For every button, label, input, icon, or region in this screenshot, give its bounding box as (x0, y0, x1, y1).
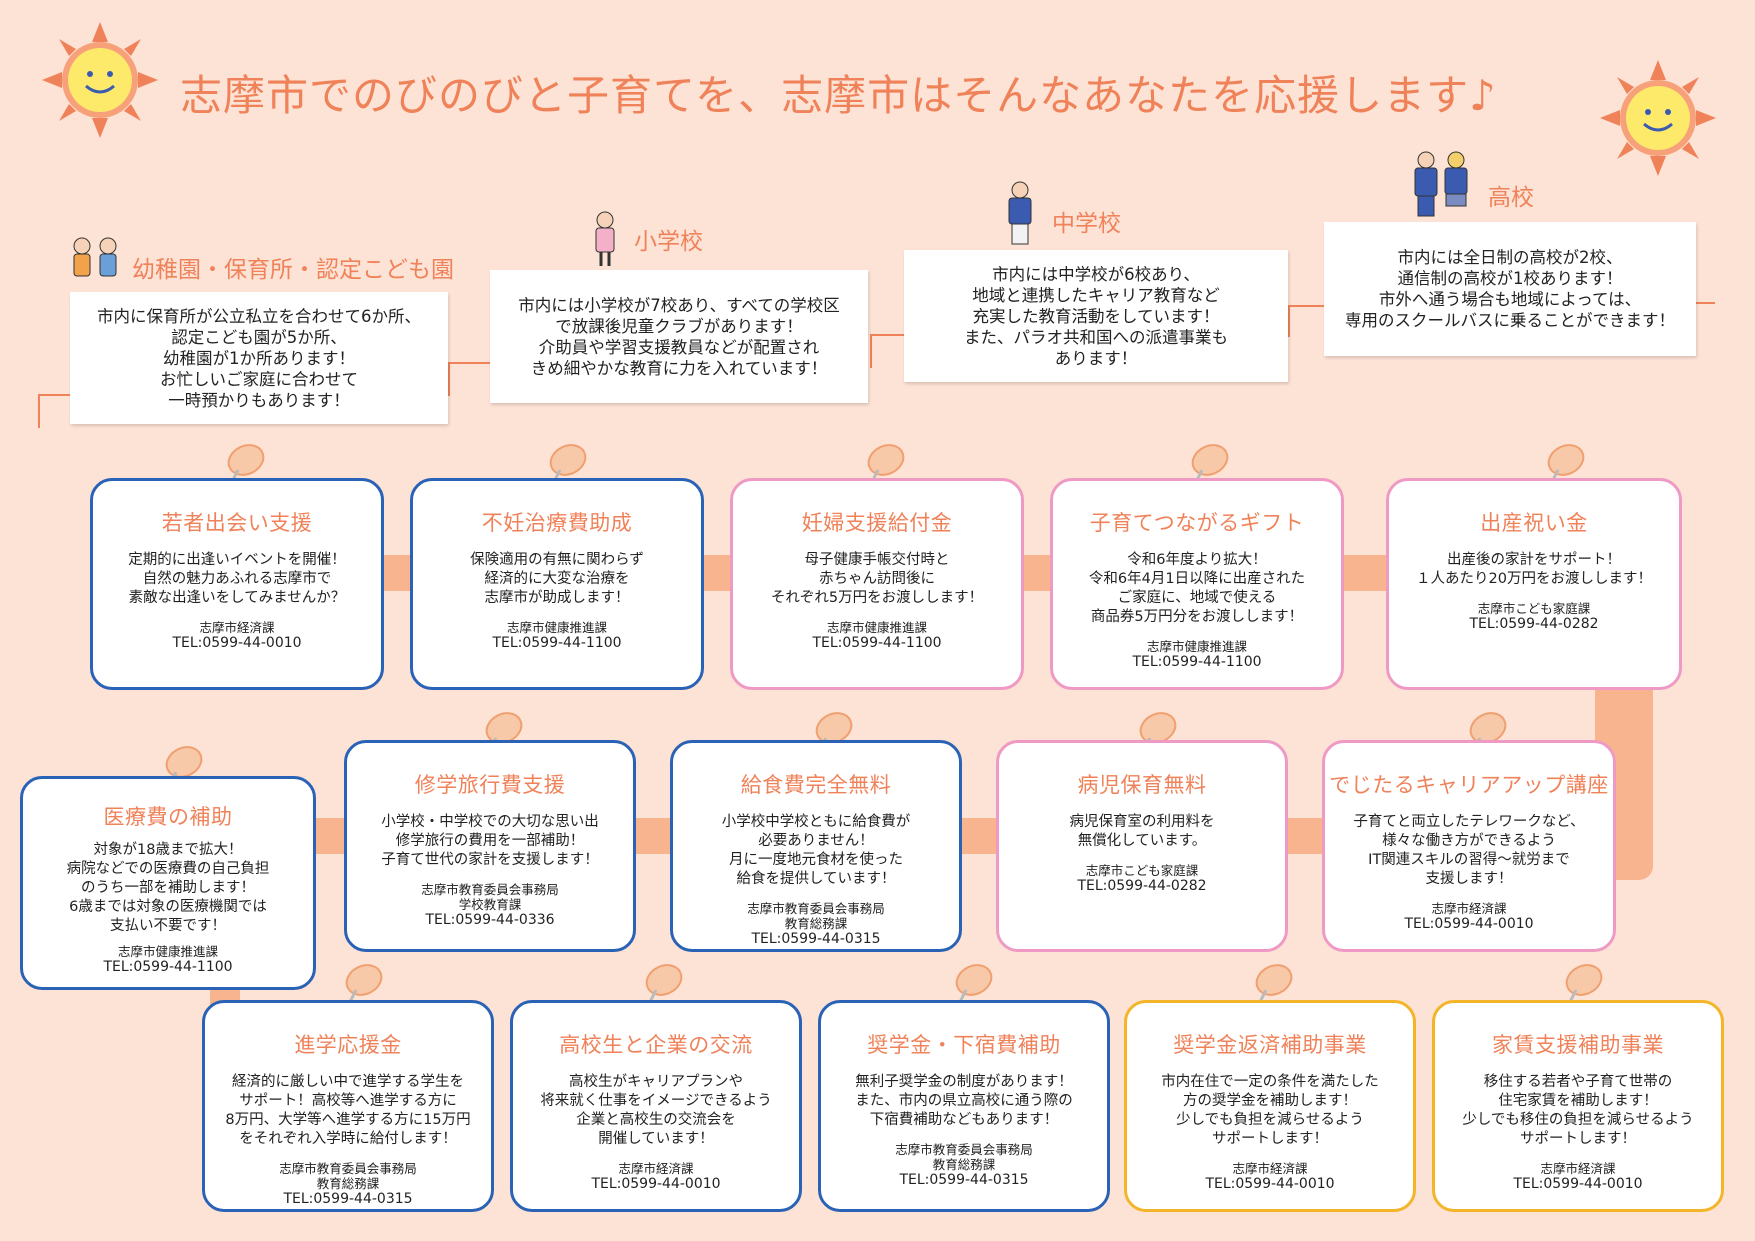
card-tel: TEL:0599-44-0010 (172, 635, 302, 651)
card-scholarship-repayment: 奨学金返済補助事業 市内在住で一定の条件を満たした 方の奨学金を補助します！ 少… (1124, 1000, 1416, 1212)
card-title: 高校生と企業の交流 (559, 1033, 753, 1057)
stage-label-kindergarten: 幼稚園・保育所・認定こども園 (132, 257, 454, 283)
card-birth-gift: 出産祝い金 出産後の家計をサポート！ １人あたり20万円をお渡しします！ 志摩市… (1386, 478, 1682, 690)
card-dept: 志摩市教育委員会事務局 教育総務課 (279, 1161, 417, 1191)
card-tel: TEL:0599-44-0010 (1404, 916, 1534, 932)
pushpin-icon (1190, 444, 1229, 491)
sun-right-icon (1600, 60, 1716, 176)
stage-path (870, 334, 906, 368)
sun-left-icon (42, 22, 158, 138)
stage-box-high-school: 市内には全日制の高校が2校、 通信制の高校が1校あります！ 市外へ通う場合も地域… (1324, 222, 1696, 356)
card-dept: 志摩市こども家庭課 (1477, 601, 1591, 616)
stage-label-elementary: 小学校 (634, 229, 703, 255)
card-body: 母子健康手帳交付時と 赤ちゃん訪問後に それぞれ5万円をお渡しします！ (770, 552, 984, 606)
card-title: 若者出会い支援 (161, 511, 313, 535)
card-tel: TEL:0599-44-1100 (1132, 654, 1262, 670)
card-body: 保険適用の有無に関わらず 経済的に大変な治療を 志摩市が助成します！ (470, 552, 644, 606)
card-title: 修学旅行費支援 (414, 773, 566, 797)
card-tel: TEL:0599-44-1100 (812, 635, 942, 651)
card-title: 奨学金・下宿費補助 (867, 1033, 1061, 1057)
stage-box-elementary: 市内には小学校が7校あり、すべての学校区 で放課後児童クラブがあります！ 介助員… (490, 270, 868, 403)
card-dept: 志摩市健康推進課 (1146, 639, 1247, 654)
card-dept: 志摩市経済課 (618, 1161, 694, 1176)
page-title: 志摩市でのびのびと子育てを、志摩市はそんなあなたを応援します♪ (180, 71, 1497, 120)
card-free-lunch: 給食費完全無料 小学校中学校ともに給食費が 必要ありません！ 月に一度地元食材を… (670, 740, 962, 952)
card-title: 子育てつながるギフト (1089, 511, 1305, 535)
card-tel: TEL:0599-44-0010 (1513, 1176, 1643, 1192)
stage-path (448, 362, 492, 396)
card-student-company-exchange: 高校生と企業の交流 高校生がキャリアプランや 将来就く仕事をイメージできるよう … (510, 1000, 802, 1212)
card-tel: TEL:0599-44-0336 (425, 912, 555, 928)
card-title: 不妊治療費助成 (481, 511, 633, 535)
card-title: 病児保育無料 (1077, 773, 1207, 797)
card-sick-child-care: 病児保育無料 病児保育室の利用料を 無償化しています。 志摩市こども家庭課 TE… (996, 740, 1288, 952)
high-school-students-icon (1414, 151, 1468, 217)
card-dept: 志摩市健康推進課 (506, 620, 607, 635)
card-title: 家賃支援補助事業 (1492, 1033, 1664, 1057)
card-childcare-gift: 子育てつながるギフト 令和6年度より拡大！ 令和6年4月1日以降に出産された ご… (1050, 478, 1344, 690)
card-body: 病児保育室の利用料を 無償化しています。 (1069, 814, 1215, 849)
junior-high-student-icon (1008, 181, 1032, 245)
card-body: 定期的に出逢いイベントを開催！ 自然の魅力あふれる志摩市で 素敵な出逢いをしてみ… (128, 552, 346, 606)
card-body: 小学校・中学校での大切な思い出 修学旅行の費用を一部補助！ 子育て世代の家計を支… (381, 814, 599, 868)
card-tel: TEL:0599-44-0010 (1205, 1176, 1335, 1192)
card-pregnancy-benefit: 妊婦支援給付金 母子健康手帳交付時と 赤ちゃん訪問後に それぞれ5万円をお渡しし… (730, 478, 1024, 690)
card-body: 市内在住で一定の条件を満たした 方の奨学金を補助します！ 少しでも負担を減らせる… (1161, 1074, 1379, 1147)
card-tel: TEL:0599-44-0282 (1469, 616, 1599, 632)
card-tel: TEL:0599-44-1100 (103, 959, 233, 975)
card-body: 出産後の家計をサポート！ １人あたり20万円をお渡しします！ (1416, 552, 1652, 587)
card-body: 対象が18歳まで拡大！ 病院などでの医療費の自己負担 のうち一部を補助します！ … (66, 842, 270, 934)
card-dept: 志摩市教育委員会事務局 学校教育課 (421, 882, 559, 912)
stage-label-high-school: 高校 (1488, 185, 1534, 211)
card-dept: 志摩市教育委員会事務局 教育総務課 (895, 1142, 1033, 1172)
card-digital-career: でじたるキャリアアップ講座 子育てと両立したテレワークなど、 様々な働き方ができ… (1322, 740, 1616, 952)
card-rent-support: 家賃支援補助事業 移住する若者や子育て世帯の 住宅家賃を補助します！ 少しでも移… (1432, 1000, 1724, 1212)
card-medical-aid: 医療費の補助 対象が18歳まで拡大！ 病院などでの医療費の自己負担 のうち一部を… (20, 776, 316, 990)
card-body: 無利子奨学金の制度があります！ また、市内の県立高校に通う際の 下宿費補助なども… (855, 1074, 1073, 1128)
card-body: 小学校中学校ともに給食費が 必要ありません！ 月に一度地元食材を使った 給食を提… (721, 814, 911, 887)
card-body: 移住する若者や子育て世帯の 住宅家賃を補助します！ 少しでも移住の負担を減らせる… (1462, 1074, 1694, 1147)
stage-label-junior-high: 中学校 (1052, 211, 1121, 237)
card-dept: 志摩市健康推進課 (117, 944, 218, 959)
card-dept: 志摩市教育委員会事務局 教育総務課 (747, 901, 885, 931)
card-body: 子育てと両立したテレワークなど、 様々な働き方ができるよう IT関連スキルの習得… (1353, 814, 1585, 887)
elementary-student-icon (595, 211, 615, 266)
card-infertility-aid: 不妊治療費助成 保険適用の有無に関わらず 経済的に大変な治療を 志摩市が助成しま… (410, 478, 704, 690)
card-body: 経済的に厳しい中で進学する学生を サポート！高校等へ進学する方に 8万円、大学等… (225, 1074, 471, 1147)
stage-path (38, 394, 72, 428)
card-dept: 志摩市経済課 (1431, 901, 1507, 916)
stage-box-kindergarten: 市内に保育所が公立私立を合わせて6か所、 認定こども園が5か所、 幼稚園が1か所… (70, 292, 448, 424)
card-youth-meetup: 若者出会い支援 定期的に出逢いイベントを開催！ 自然の魅力あふれる志摩市で 素敵… (90, 478, 384, 690)
card-advancement-aid: 進学応援金 経済的に厳しい中で進学する学生を サポート！高校等へ進学する方に 8… (202, 1000, 494, 1212)
card-tel: TEL:0599-44-1100 (492, 635, 622, 651)
card-dept: 志摩市経済課 (1232, 1161, 1308, 1176)
card-scholarship-lodging: 奨学金・下宿費補助 無利子奨学金の制度があります！ また、市内の県立高校に通う際… (818, 1000, 1110, 1212)
card-title: 給食費完全無料 (740, 773, 892, 797)
card-tel: TEL:0599-44-0315 (751, 931, 881, 947)
card-title: 妊婦支援給付金 (801, 511, 953, 535)
card-title: 医療費の補助 (103, 805, 233, 829)
card-tel: TEL:0599-44-0315 (283, 1191, 413, 1207)
stage-box-junior-high: 市内には中学校が6校あり、 地域と連携したキャリア教育など 充実した教育活動をし… (904, 250, 1288, 382)
card-title: 奨学金返済補助事業 (1173, 1033, 1367, 1057)
card-dept: 志摩市経済課 (1540, 1161, 1616, 1176)
stage-path (1288, 305, 1324, 337)
card-tel: TEL:0599-44-0315 (899, 1172, 1029, 1188)
card-body: 高校生がキャリアプランや 将来就く仕事をイメージできるよう 企業と高校生の交流会… (540, 1074, 772, 1147)
card-dept: 志摩市健康推進課 (826, 620, 927, 635)
card-tel: TEL:0599-44-0282 (1077, 878, 1207, 894)
card-school-trip-aid: 修学旅行費支援 小学校・中学校での大切な思い出 修学旅行の費用を一部補助！ 子育… (344, 740, 636, 952)
card-tel: TEL:0599-44-0010 (591, 1176, 721, 1192)
pushpin-icon (644, 964, 683, 1011)
card-title: 出産祝い金 (1480, 511, 1588, 535)
stage-path (1695, 302, 1715, 304)
card-body: 令和6年度より拡大！ 令和6年4月1日以降に出産された ご家庭に、地域で使える … (1088, 552, 1306, 625)
kids-icon (73, 237, 117, 277)
card-title: でじたるキャリアアップ講座 (1329, 773, 1609, 797)
card-title: 進学応援金 (294, 1033, 402, 1057)
card-dept: 志摩市こども家庭課 (1085, 863, 1199, 878)
card-dept: 志摩市経済課 (199, 620, 275, 635)
